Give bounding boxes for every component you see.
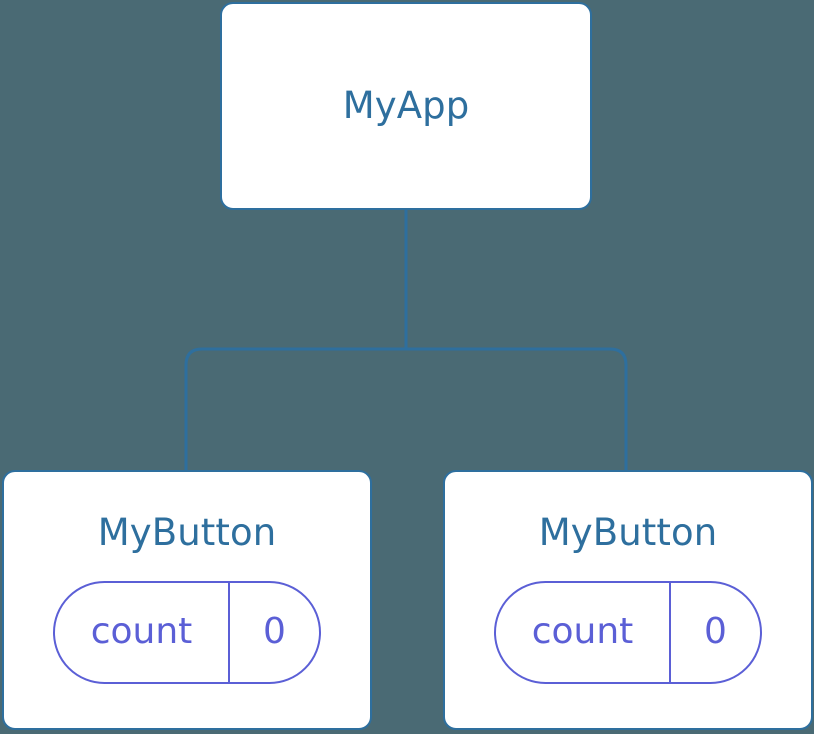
- state-key-cell-left: count: [55, 582, 230, 682]
- state-pill-right[interactable]: count 0: [494, 580, 762, 684]
- state-value-label-right: 0: [704, 611, 727, 653]
- node-mybutton-left-label: MyButton: [97, 511, 277, 554]
- node-myapp-label: MyApp: [342, 83, 470, 127]
- state-key-label-right: count: [531, 611, 634, 653]
- state-value-cell-right: 0: [671, 583, 760, 682]
- node-mybutton-left[interactable]: MyButton count 0: [2, 470, 372, 730]
- node-mybutton-right[interactable]: MyButton count 0: [443, 470, 813, 730]
- state-key-cell-right: count: [496, 582, 671, 682]
- edge-myapp-to-mybutton-right: [406, 347, 628, 472]
- edge-myapp-to-mybutton-left: [184, 347, 406, 472]
- state-pill-left[interactable]: count 0: [53, 580, 321, 684]
- node-mybutton-right-label: MyButton: [538, 511, 718, 554]
- node-myapp[interactable]: MyApp: [220, 2, 592, 210]
- state-key-label-left: count: [90, 611, 193, 653]
- state-value-cell-left: 0: [230, 583, 319, 682]
- state-value-label-left: 0: [263, 611, 286, 653]
